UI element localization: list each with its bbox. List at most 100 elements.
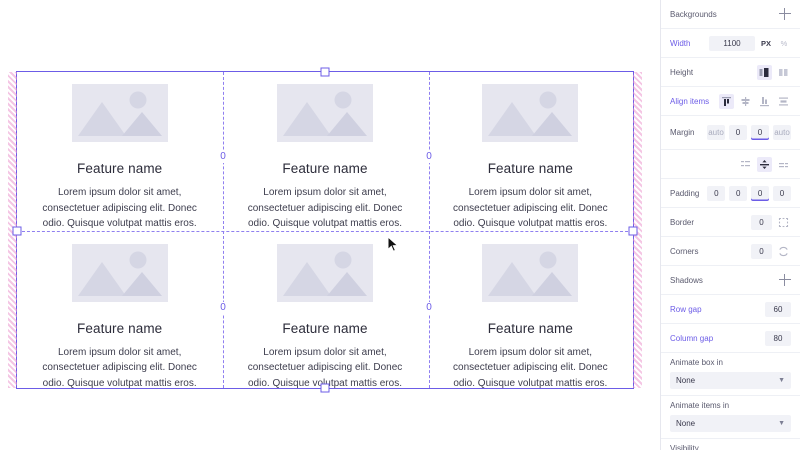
padding-left-input[interactable]: 0 — [707, 185, 726, 201]
plus-icon[interactable] — [779, 274, 791, 286]
resize-handle-bottom[interactable] — [320, 383, 330, 393]
panel-row-backgrounds[interactable]: Backgrounds — [661, 0, 800, 29]
border-label: Border — [670, 217, 695, 227]
animate-items-in-label: Animate items in — [670, 401, 730, 410]
panel-row-width[interactable]: Width 1100 PX % — [661, 29, 800, 58]
feature-card[interactable]: Feature name Lorem ipsum dolor sit amet,… — [17, 72, 222, 232]
unit-px-button[interactable]: PX — [760, 38, 771, 48]
feature-grid: Feature name Lorem ipsum dolor sit amet,… — [17, 72, 633, 389]
selected-grid-container[interactable]: Feature name Lorem ipsum dolor sit amet,… — [8, 67, 642, 393]
chevron-down-icon: ▼ — [778, 377, 785, 384]
panel-row-margin[interactable]: Margin auto 0 0 auto — [661, 116, 800, 150]
margin-right-input[interactable]: auto — [773, 125, 791, 140]
image-placeholder-icon — [71, 243, 168, 302]
column-guide — [223, 72, 224, 388]
chevron-down-icon: ▼ — [778, 420, 785, 427]
row-gap-label: Row gap — [670, 304, 702, 314]
margin-left-input[interactable]: auto — [707, 125, 725, 140]
feature-body: Lorem ipsum dolor sit amet, consectetuer… — [453, 346, 608, 389]
feature-card[interactable]: Feature name Lorem ipsum dolor sit amet,… — [222, 72, 427, 232]
margin-bottom-icon[interactable] — [776, 157, 791, 172]
corners-label: Corners — [670, 246, 699, 256]
backgrounds-label: Backgrounds — [670, 9, 717, 19]
column-gap-label: 0 — [425, 302, 433, 314]
height-label: Height — [670, 67, 694, 77]
panel-row-border[interactable]: Border 0 — [661, 208, 800, 237]
feature-title: Feature name — [487, 320, 573, 336]
height-auto-icon[interactable] — [776, 65, 791, 80]
panel-row-padding[interactable]: Padding 0 0 0 0 — [661, 179, 800, 208]
panel-row-height[interactable]: Height — [661, 58, 800, 87]
padding-top-input[interactable]: 0 — [729, 185, 748, 201]
column-gap-label: 0 — [425, 151, 433, 163]
image-placeholder-icon — [276, 243, 373, 302]
padding-right-input[interactable]: 0 — [773, 185, 791, 201]
image-placeholder-icon — [71, 84, 168, 142]
margin-top-icon[interactable] — [738, 157, 753, 172]
panel-row-align-items[interactable]: Align items — [661, 87, 800, 116]
animate-items-in-select[interactable]: None ▼ — [670, 415, 791, 432]
resize-handle-left[interactable] — [12, 226, 22, 236]
feature-body: Lorem ipsum dolor sit amet, consectetuer… — [453, 187, 608, 229]
padding-label: Padding — [670, 188, 700, 198]
shadows-label: Shadows — [670, 275, 703, 285]
align-stretch-icon[interactable] — [776, 94, 791, 109]
feature-title: Feature name — [282, 161, 368, 176]
animate-box-in-select[interactable]: None ▼ — [670, 372, 791, 389]
feature-title: Feature name — [77, 320, 163, 336]
plus-icon[interactable] — [779, 8, 791, 20]
column-gap-label: 0 — [219, 302, 227, 314]
resize-handle-right[interactable] — [628, 226, 638, 236]
align-center-icon[interactable] — [738, 94, 753, 109]
resize-handle-top[interactable] — [320, 67, 330, 77]
panel-row-shadows[interactable]: Shadows — [661, 266, 800, 295]
image-placeholder-icon — [482, 84, 579, 142]
feature-body: Lorem ipsum dolor sit amet, consectetuer… — [247, 346, 403, 389]
feature-body: Lorem ipsum dolor sit amet, consectetuer… — [42, 346, 197, 389]
column-gap-label: 0 — [219, 151, 227, 163]
image-placeholder-icon — [276, 84, 373, 142]
feature-card[interactable]: Feature name Lorem ipsum dolor sit amet,… — [17, 232, 222, 392]
panel-row-row-gap[interactable]: Row gap 60 — [661, 295, 800, 324]
margin-center-icon[interactable] — [757, 156, 772, 172]
panel-row-column-gap[interactable]: Column gap 80 — [661, 324, 800, 353]
panel-row-animate-items-in[interactable]: Animate items in None ▼ — [661, 396, 800, 439]
feature-title: Feature name — [77, 161, 163, 176]
panel-row-visibility[interactable]: Visibility — [661, 439, 800, 450]
properties-panel[interactable]: Backgrounds Width 1100 PX % Height Align… — [660, 0, 800, 450]
width-label: Width — [670, 38, 691, 48]
height-fixed-icon[interactable] — [757, 64, 772, 80]
feature-body: Lorem ipsum dolor sit amet, consectetuer… — [42, 187, 197, 229]
animate-items-in-value: None — [676, 419, 696, 428]
feature-title: Feature name — [282, 320, 368, 336]
feature-card[interactable]: Feature name Lorem ipsum dolor sit amet,… — [428, 72, 633, 232]
column-guide — [429, 72, 430, 388]
align-start-icon[interactable] — [719, 93, 734, 109]
feature-body: Lorem ipsum dolor sit amet, consectetuer… — [247, 187, 403, 229]
margin-label: Margin — [670, 128, 695, 137]
align-end-icon[interactable] — [757, 94, 772, 109]
width-input[interactable]: 1100 — [709, 35, 755, 51]
row-guide — [17, 231, 633, 232]
visibility-label: Visibility — [670, 444, 699, 450]
panel-row-animate-box-in[interactable]: Animate box in None ▼ — [661, 353, 800, 396]
canvas[interactable]: Feature name Lorem ipsum dolor sit amet,… — [0, 0, 660, 450]
padding-bottom-input[interactable]: 0 — [751, 185, 770, 201]
animate-box-in-label: Animate box in — [670, 358, 723, 367]
corners-input[interactable]: 0 — [751, 243, 772, 259]
border-sides-icon[interactable] — [776, 215, 791, 230]
feature-card[interactable]: Feature name Lorem ipsum dolor sit amet,… — [428, 232, 633, 392]
margin-top-input[interactable]: 0 — [729, 125, 747, 140]
column-gap-input[interactable]: 80 — [765, 330, 791, 346]
border-input[interactable]: 0 — [751, 214, 772, 230]
panel-row-margin-align[interactable] — [661, 150, 800, 179]
feature-card[interactable]: Feature name Lorem ipsum dolor sit amet,… — [222, 232, 427, 392]
panel-row-corners[interactable]: Corners 0 — [661, 237, 800, 266]
corner-radius-icon[interactable] — [776, 244, 791, 259]
column-gap-label: Column gap — [670, 333, 714, 343]
margin-bottom-input[interactable]: 0 — [751, 125, 769, 140]
unit-percent-button[interactable]: % — [780, 38, 788, 48]
row-gap-input[interactable]: 60 — [765, 301, 791, 317]
align-items-label: Align items — [670, 96, 710, 106]
